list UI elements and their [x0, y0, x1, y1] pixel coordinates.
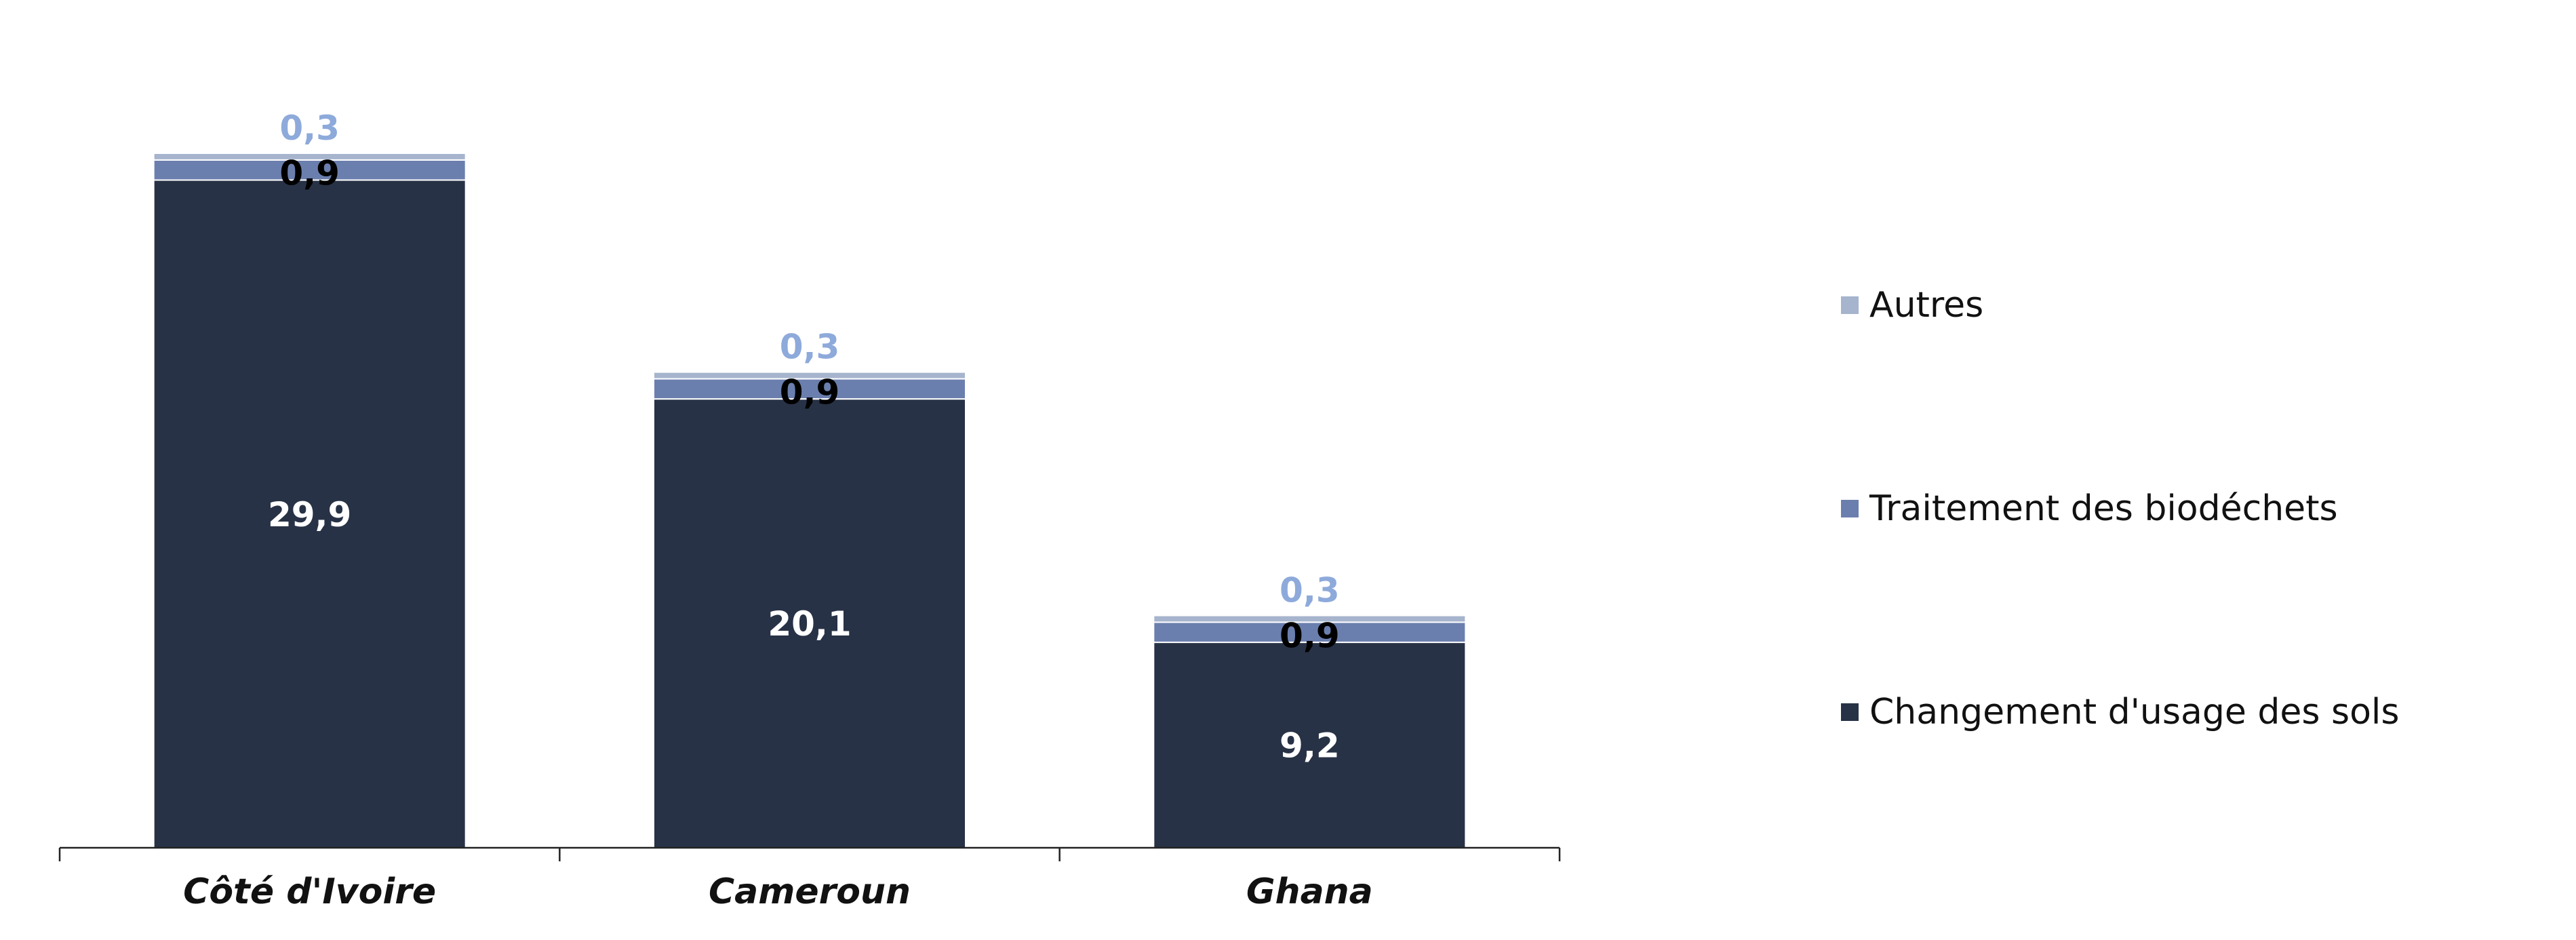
value-label-ghana-autres: 0,3 [1280, 571, 1340, 610]
bar-cameroun-autres [653, 371, 966, 380]
legend-swatch-autres [1841, 296, 1859, 314]
value-labels-layer: 29,9 0,9 0,3 20,1 0,9 0,3 9,2 0,9 0,3 [268, 109, 1340, 766]
value-label-ghana-changement-d-usage-des-sols: 9,2 [1280, 726, 1340, 766]
bar-cameroun-traitement-des-biodechets [653, 378, 966, 400]
legend-item-autres: Autres [1841, 285, 1983, 326]
value-label-cameroun-autres: 0,3 [780, 328, 840, 367]
value-label-cote-d-ivoire-autres: 0,3 [279, 109, 340, 148]
category-label-cameroun: Cameroun [709, 872, 911, 912]
category-labels-layer: Côté d'Ivoire Cameroun Ghana [183, 872, 1373, 912]
category-label-cote-d-ivoire: Côté d'Ivoire [183, 872, 436, 912]
legend-swatch-traitement-biodechets [1841, 500, 1859, 517]
value-label-cote-d-ivoire-changement-d-usage-des-sols: 29,9 [268, 495, 351, 534]
legend-swatch-changement-usage-sols [1841, 703, 1859, 721]
x-axis [58, 846, 1561, 861]
category-label-ghana: Ghana [1246, 872, 1373, 912]
bars-layer [153, 153, 1467, 849]
value-label-cameroun-changement-d-usage-des-sols: 20,1 [768, 604, 851, 644]
bar-cote-d-ivoire-traitement-des-biodechets [153, 159, 467, 181]
value-label-cameroun-traitement-des-biodechets: 0,9 [780, 372, 840, 412]
legend-item-traitement-biodechets: Traitement des biodéchets [1841, 488, 2338, 529]
legend-label-traitement-biodechets: Traitement des biodéchets [1869, 488, 2338, 529]
legend-label-autres: Autres [1869, 285, 1984, 326]
legend-label-changement-usage-sols: Changement d'usage des sols [1869, 692, 2400, 732]
bar-cote-d-ivoire-autres [153, 153, 467, 161]
value-label-cote-d-ivoire-traitement-des-biodechets: 0,9 [279, 154, 340, 193]
bar-cote-d-ivoire-changement-d-usage-des-sols [153, 179, 467, 849]
bar-ghana-autres [1153, 614, 1467, 623]
legend-item-changement-usage-sols: Changement d'usage des sols [1841, 692, 2399, 732]
bar-cameroun-changement-d-usage-des-sols [653, 398, 966, 848]
value-label-ghana-traitement-des-biodechets: 0,9 [1280, 616, 1340, 655]
